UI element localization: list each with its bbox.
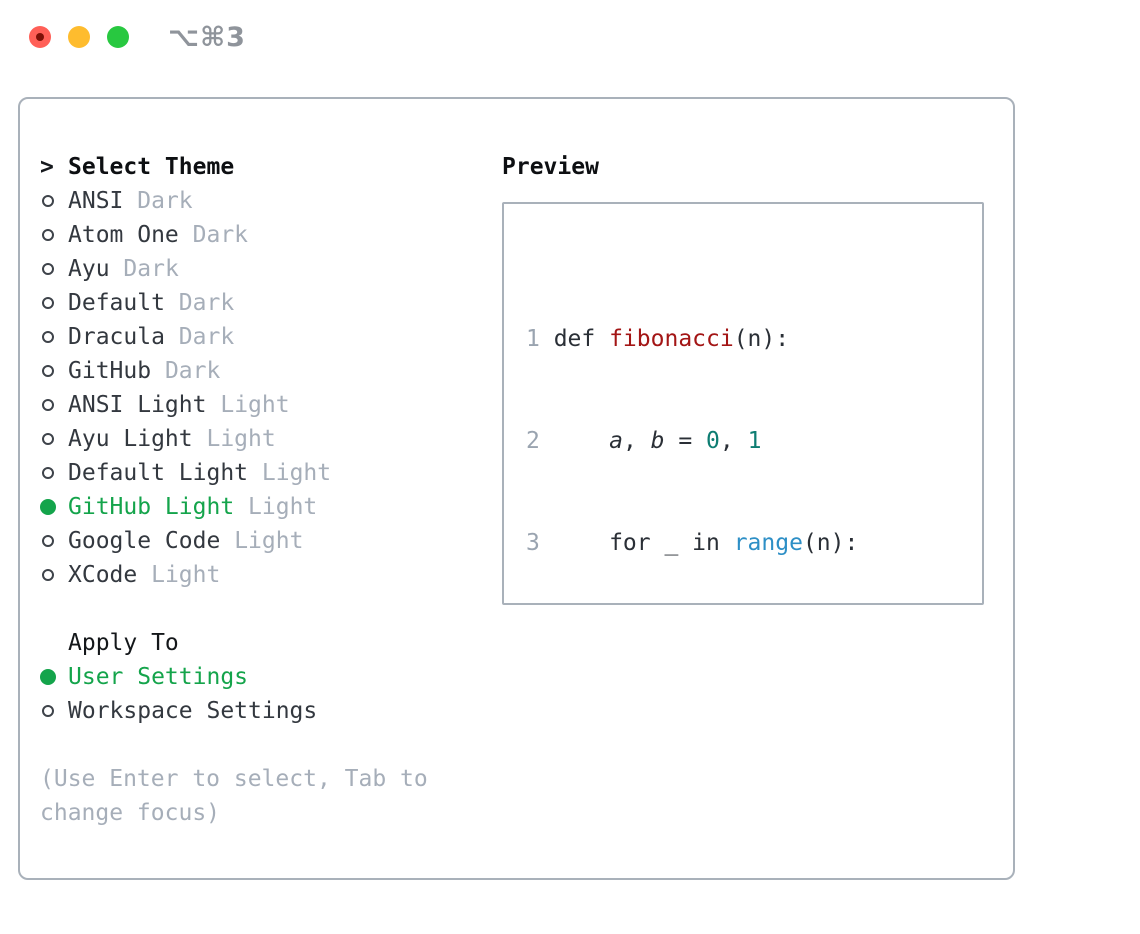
- theme-option-ansi-light[interactable]: ANSI Light Light: [40, 388, 480, 422]
- theme-option-github-dark[interactable]: GitHub Dark: [40, 354, 480, 388]
- apply-to-header: Apply To: [40, 626, 480, 660]
- radio-icon: [42, 433, 54, 445]
- radio-icon: [42, 229, 54, 241]
- radio-selected-icon: [40, 669, 56, 685]
- code-line: 2 a, b = 0, 1: [526, 428, 762, 454]
- radio-icon: [42, 467, 54, 479]
- theme-option-dracula-dark[interactable]: Dracula Dark: [40, 320, 480, 354]
- traffic-light-zoom-button[interactable]: [107, 26, 129, 48]
- preview-title: Preview: [502, 154, 599, 180]
- traffic-light-close-button[interactable]: [29, 26, 51, 48]
- titlebar: ⌥⌘3: [0, 0, 1140, 74]
- theme-option-ayu-dark[interactable]: Ayu Dark: [40, 252, 480, 286]
- window-title-shortcut: ⌥⌘3: [168, 22, 246, 53]
- radio-icon: [42, 263, 54, 275]
- radio-selected-icon: [40, 499, 56, 515]
- radio-icon: [42, 331, 54, 343]
- theme-option-ansi-dark[interactable]: ANSI Dark: [40, 184, 480, 218]
- apply-option-workspace-settings[interactable]: Workspace Settings: [40, 694, 480, 728]
- radio-icon: [42, 535, 54, 547]
- theme-option-default-dark[interactable]: Default Dark: [40, 286, 480, 320]
- apply-option-user-settings[interactable]: User Settings: [40, 660, 480, 694]
- theme-option-google-code-light[interactable]: Google Code Light: [40, 524, 480, 558]
- radio-icon: [42, 399, 54, 411]
- theme-option-default-light[interactable]: Default Light Light: [40, 456, 480, 490]
- theme-option-xcode-light[interactable]: XCode Light: [40, 558, 480, 592]
- theme-option-atom-one-dark[interactable]: Atom One Dark: [40, 218, 480, 252]
- close-dot-icon: [36, 33, 44, 41]
- radio-icon: [42, 195, 54, 207]
- radio-icon: [42, 365, 54, 377]
- theme-picker-panel: > Select Theme ANSI Dark Atom One Dark A…: [18, 97, 1015, 880]
- radio-icon: [42, 297, 54, 309]
- apply-to-title: Apply To: [68, 630, 179, 656]
- select-theme-header: > Select Theme: [40, 150, 480, 184]
- radio-icon: [42, 569, 54, 581]
- traffic-light-minimize-button[interactable]: [68, 26, 90, 48]
- theme-option-ayu-light[interactable]: Ayu Light Light: [40, 422, 480, 456]
- code-line: 3 for _ in range(n):: [526, 530, 859, 556]
- radio-icon: [42, 705, 54, 717]
- theme-option-github-light[interactable]: GitHub Light Light: [40, 490, 480, 524]
- theme-list: > Select Theme ANSI Dark Atom One Dark A…: [40, 150, 480, 830]
- select-theme-title: Select Theme: [68, 154, 235, 180]
- prompt-caret-icon: >: [40, 154, 54, 180]
